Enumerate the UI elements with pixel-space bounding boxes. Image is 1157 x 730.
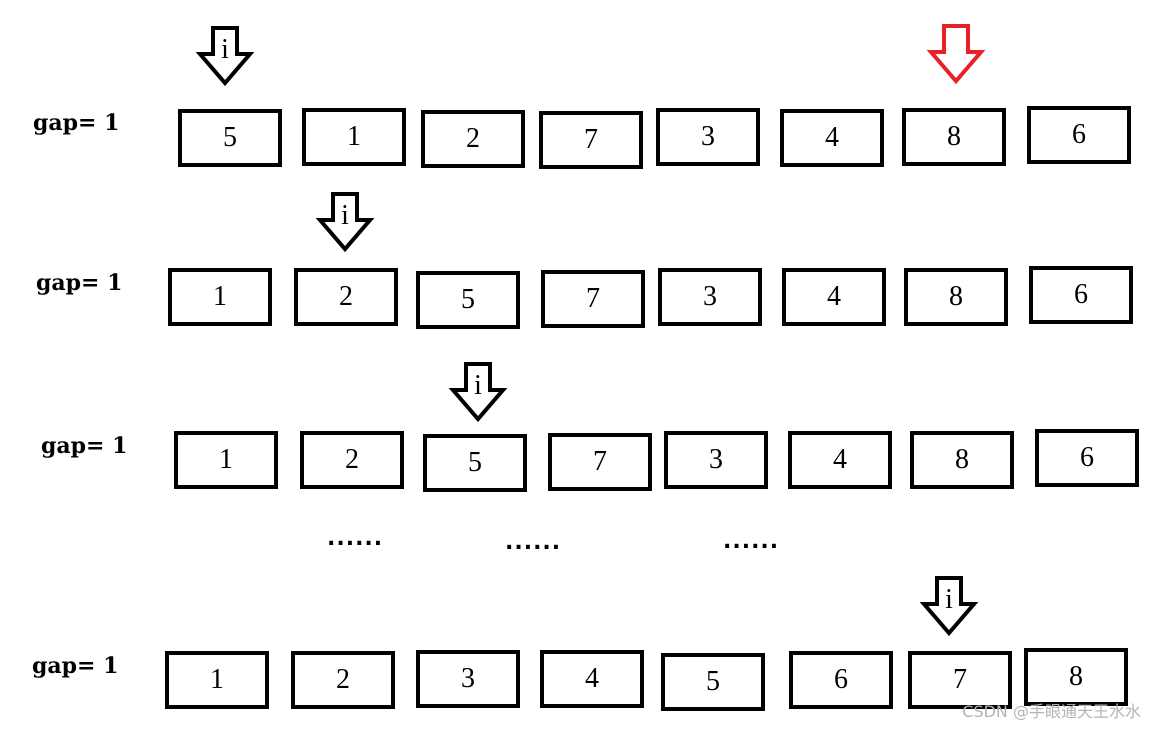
array-cell: 1	[302, 108, 406, 166]
cell-value: 1	[347, 121, 361, 152]
arrow-label: i	[341, 200, 349, 231]
array-cell: 8	[910, 431, 1014, 489]
array-cell: 8	[904, 268, 1008, 326]
array-cell: 3	[656, 108, 760, 166]
array-cell: 8	[902, 108, 1006, 166]
cell-value: 4	[585, 663, 599, 694]
array-cell: 4	[540, 650, 644, 708]
array-cell: 7	[541, 270, 645, 328]
arrow-label: i	[221, 34, 229, 65]
array-cell: 6	[1035, 429, 1139, 487]
cell-value: 6	[1072, 119, 1086, 150]
cell-value: 5	[223, 122, 237, 153]
cell-value: 6	[834, 664, 848, 695]
arrow-i-icon: i	[315, 192, 375, 253]
array-cell: 7	[548, 433, 652, 491]
highlight-arrow-icon	[926, 24, 986, 85]
red-down-arrow-icon	[926, 24, 986, 85]
cell-value: 7	[593, 446, 607, 477]
cell-value: 5	[461, 284, 475, 315]
array-cell: 5	[661, 653, 765, 711]
down-arrow-icon	[195, 26, 255, 87]
gap-label: gap= 1	[32, 653, 119, 679]
ellipsis: ......	[327, 526, 384, 551]
cell-value: 2	[466, 123, 480, 154]
array-cell: 7	[908, 651, 1012, 709]
cell-value: 6	[1074, 279, 1088, 310]
array-cell: 6	[1029, 266, 1133, 324]
array-cell: 8	[1024, 648, 1128, 706]
cell-value: 8	[1069, 661, 1083, 692]
array-cell: 6	[1027, 106, 1131, 164]
down-arrow-icon	[315, 192, 375, 253]
array-cell: 3	[658, 268, 762, 326]
array-cell: 2	[291, 651, 395, 709]
down-arrow-icon	[448, 362, 508, 423]
arrow-label: i	[474, 370, 482, 401]
cell-value: 8	[947, 121, 961, 152]
gap-label: gap= 1	[41, 433, 128, 459]
down-arrow-icon	[919, 576, 979, 637]
csdn-watermark: CSDN @手眼通天王水水	[962, 702, 1141, 721]
cell-value: 1	[213, 281, 227, 312]
cell-value: 4	[825, 122, 839, 153]
cell-value: 3	[701, 121, 715, 152]
array-cell: 4	[780, 109, 884, 167]
cell-value: 1	[210, 664, 224, 695]
array-cell: 4	[782, 268, 886, 326]
array-cell: 3	[664, 431, 768, 489]
cell-value: 3	[703, 281, 717, 312]
cell-value: 2	[339, 281, 353, 312]
array-cell: 1	[174, 431, 278, 489]
array-cell: 5	[178, 109, 282, 167]
array-cell: 2	[421, 110, 525, 168]
cell-value: 7	[586, 283, 600, 314]
array-cell: 1	[168, 268, 272, 326]
gap-label: gap= 1	[33, 110, 120, 136]
array-cell: 5	[416, 271, 520, 329]
cell-value: 4	[827, 281, 841, 312]
cell-value: 6	[1080, 442, 1094, 473]
array-cell: 2	[294, 268, 398, 326]
array-cell: 5	[423, 434, 527, 492]
cell-value: 3	[461, 663, 475, 694]
array-cell: 1	[165, 651, 269, 709]
gap-label: gap= 1	[36, 270, 123, 296]
arrow-i-icon: i	[448, 362, 508, 423]
array-cell: 6	[789, 651, 893, 709]
ellipsis: ......	[723, 529, 780, 554]
cell-value: 2	[336, 664, 350, 695]
cell-value: 2	[345, 444, 359, 475]
cell-value: 5	[706, 666, 720, 697]
cell-value: 4	[833, 444, 847, 475]
array-cell: 4	[788, 431, 892, 489]
array-cell: 7	[539, 111, 643, 169]
array-cell: 3	[416, 650, 520, 708]
cell-value: 3	[709, 444, 723, 475]
cell-value: 8	[955, 444, 969, 475]
cell-value: 8	[949, 281, 963, 312]
array-cell: 2	[300, 431, 404, 489]
cell-value: 7	[584, 124, 598, 155]
cell-value: 7	[953, 664, 967, 695]
cell-value: 5	[468, 447, 482, 478]
arrow-i-icon: i	[195, 26, 255, 87]
cell-value: 1	[219, 444, 233, 475]
arrow-i-icon: i	[919, 576, 979, 637]
arrow-label: i	[945, 584, 953, 615]
ellipsis: ......	[505, 530, 562, 555]
